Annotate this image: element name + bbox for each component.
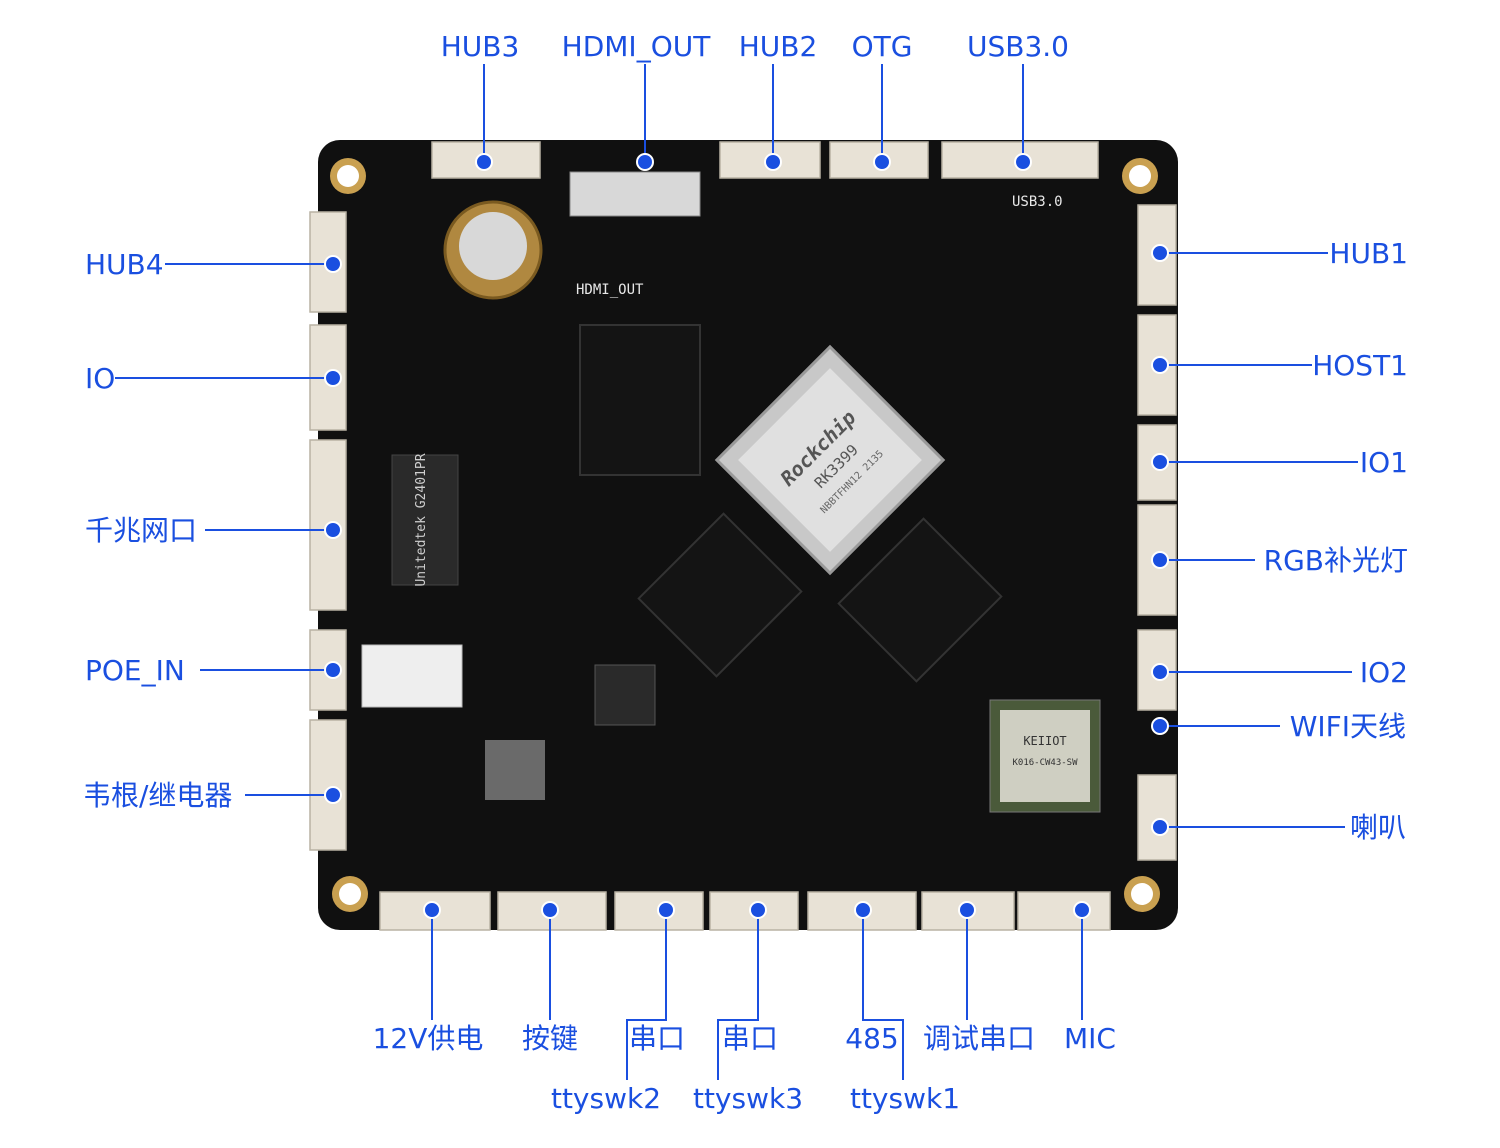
label-hub2: HUB2 [739, 30, 818, 63]
label-gigabit-ethernet: 千兆网口 [85, 514, 197, 547]
label-hdmi-out: HDMI_OUT [562, 30, 712, 63]
label-io2: IO2 [1360, 656, 1408, 689]
label-wiegand-relay: 韦根/继电器 [83, 779, 232, 812]
ram-chip [637, 512, 803, 678]
left-callouts: HUB4 IO 千兆网口 POE_IN 韦根/继电器 [83, 248, 342, 812]
pmic-chip [594, 664, 656, 726]
top-callouts: HUB3 HDMI_OUT HUB2 OTG USB3.0 [441, 30, 1069, 171]
svg-text:USB3.0: USB3.0 [1012, 194, 1063, 210]
relay [361, 644, 463, 708]
label-speaker: 喇叭 [1350, 811, 1406, 844]
mounting-holes [330, 158, 1160, 912]
bottom-callouts: 12V供电 按键 串口 串口 485 调试串口 MIC ttyswk2 ttys… [373, 901, 1116, 1115]
emmc-chip [579, 324, 701, 476]
label-wifi-antenna: WIFI天线 [1290, 710, 1406, 743]
label-rgb-light: RGB补光灯 [1264, 544, 1408, 577]
ram-chip [837, 517, 1003, 683]
label-ttyswk3: ttyswk3 [693, 1082, 803, 1115]
label-usb3: USB3.0 [967, 30, 1069, 63]
ethernet-transformer-marking: Unitedtek G2401PR [414, 453, 429, 586]
inductor [485, 740, 545, 800]
label-serial-1: 串口 [629, 1022, 685, 1055]
label-otg: OTG [852, 30, 913, 63]
label-mic: MIC [1064, 1022, 1116, 1055]
svg-text:KEIIOT: KEIIOT [1023, 734, 1066, 748]
label-button: 按键 [522, 1022, 578, 1055]
pcb-board [318, 140, 1178, 930]
label-hub4: HUB4 [85, 248, 164, 281]
label-ttyswk2: ttyswk2 [551, 1082, 661, 1115]
label-ttyswk1: ttyswk1 [850, 1082, 960, 1115]
label-io: IO [85, 362, 115, 395]
right-callouts: HUB1 HOST1 IO1 RGB补光灯 IO2 WIFI天线 喇叭 [1151, 237, 1408, 844]
label-host1: HOST1 [1312, 349, 1408, 382]
label-io1: IO1 [1360, 446, 1408, 479]
svg-text:K016-CW43-SW: K016-CW43-SW [1012, 758, 1078, 768]
svg-text:HDMI_OUT: HDMI_OUT [576, 282, 644, 298]
label-poe-in: POE_IN [85, 654, 185, 687]
label-hub1: HUB1 [1329, 237, 1408, 270]
label-hub3: HUB3 [441, 30, 520, 63]
label-debug-serial: 调试串口 [923, 1022, 1035, 1055]
label-12v-power: 12V供电 [373, 1022, 484, 1055]
label-serial-2: 串口 [722, 1022, 778, 1055]
label-485: 485 [845, 1022, 898, 1055]
ethernet-transformer [391, 454, 459, 586]
